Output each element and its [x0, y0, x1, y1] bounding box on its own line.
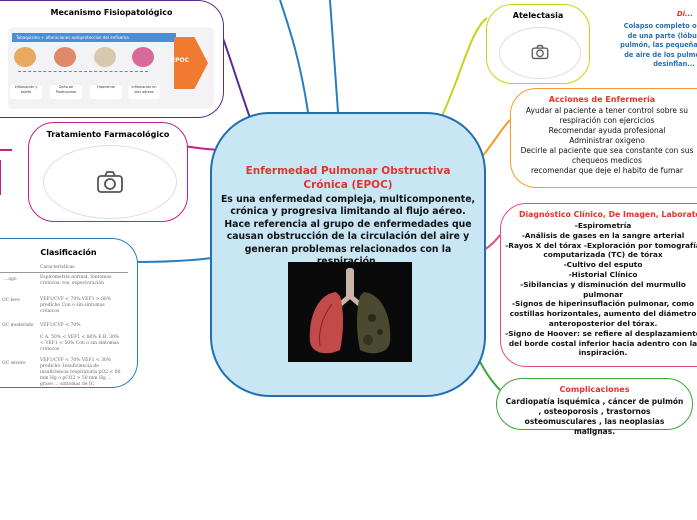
list-item: Administrar oxigeno	[569, 136, 645, 145]
step-2-label: Daño de Parénquima	[50, 85, 82, 99]
central-description: Es una enfermedad compleja, multicompone…	[220, 194, 476, 267]
camera-icon	[531, 44, 549, 60]
list-item: -Signo de Hoover: se refiere al desplaza…	[505, 328, 697, 358]
mecanismo-diagram: Tabaquismo + alteraciones autoproteccion…	[8, 27, 214, 109]
list-item: recomendar que deje el habito de fumar	[530, 166, 684, 175]
list-item: -Espirometría	[574, 221, 632, 230]
list-item: Ayudar al paciente a tener control sobre…	[525, 106, 689, 125]
acciones-title: Acciones de Enfermería	[548, 95, 656, 104]
list-item: -Cultivo del esputo	[563, 260, 643, 270]
table-header: Características	[40, 265, 75, 270]
central-topic[interactable]: Enfermedad Pulmonar Obstructiva Crónica …	[210, 112, 486, 397]
central-title: Enfermedad Pulmonar Obstructiva Crónica …	[245, 165, 451, 191]
acciones-list: Ayudar al paciente a tener control sobre…	[519, 106, 695, 176]
table-row-name: OC severo	[2, 361, 26, 366]
step-2-image	[54, 47, 76, 67]
step-4-label: Inflamación en vías aéreas	[128, 85, 160, 99]
table-row-name: ...ago	[4, 277, 17, 282]
clasificacion-node[interactable]: Clasificación Características ...ago Esp…	[0, 238, 138, 388]
list-item: -Signos de hiperinsuflación pulmonar, co…	[509, 299, 697, 328]
table-row-text: C A. 50% < VEF1 < 80% E B. 30% < VEF1 < …	[40, 335, 120, 352]
lungs-image	[288, 262, 412, 362]
list-item: -Historial Clínico	[568, 269, 638, 279]
tratamiento-title: Tratamiento Farmacológico	[46, 130, 170, 139]
mecanismo-banner: Tabaquismo + alteraciones autoproteccion…	[12, 33, 176, 42]
step-3-image	[94, 47, 116, 67]
steps-connector	[18, 71, 148, 72]
table-row-text: VEF1/CVF < 70% VEF1 > 80% predicho Con o…	[40, 297, 112, 314]
atelectasia-title: Atelectasia	[512, 11, 564, 20]
step-3-label: Hiperemia	[90, 85, 122, 99]
list-item: -Análisis de gases en la sangre arterial	[521, 230, 685, 240]
acciones-node[interactable]: Acciones de Enfermería Ayudar al pacient…	[510, 88, 697, 188]
list-item: Recomendar ayuda profesional	[548, 126, 666, 135]
epoc-label: EPOC	[171, 57, 189, 64]
step-1-label: Inflamación y estrés	[10, 85, 42, 99]
atelectasia-image-placeholder	[499, 27, 581, 79]
atelectasia-definition: Di... Colapso completo o parcial de una …	[595, 4, 697, 76]
tratamiento-node[interactable]: Tratamiento Farmacológico	[28, 122, 188, 222]
atelectasia-node[interactable]: Atelectasia	[486, 4, 590, 84]
tratamiento-image-placeholder	[43, 145, 177, 219]
step-4-image	[132, 47, 154, 67]
table-row-name: OC leve	[2, 298, 20, 303]
clasificacion-table: Características ...ago Espirometría norm…	[0, 265, 128, 387]
list-item: Decirle al paciente que sea constante co…	[520, 146, 694, 165]
mecanismo-node[interactable]: Mecanismo Fisiopatológico Tabaquismo + a…	[0, 0, 224, 118]
mecanismo-title: Mecanismo Fisiopatológico	[50, 8, 173, 17]
diagnostico-title: Diagnóstico Clínico, De Imagen, Laborato…	[519, 210, 697, 219]
table-row-text: VEF1/CVF < 70% VEF1 < 30% predicho. Insu…	[40, 358, 121, 387]
table-row-text: VEF1/CVF < 70%	[40, 323, 81, 328]
table-row-text: Espirometría normal. Síntomas crónicos: …	[40, 275, 112, 286]
complicaciones-title: Complicaciones	[559, 385, 630, 394]
complicaciones-node[interactable]: Complicaciones Cardiopatía isquémica , c…	[496, 378, 693, 436]
table-row-name: OC moderado	[2, 323, 34, 328]
diagnostico-node[interactable]: Diagnóstico Clínico, De Imagen, Laborato…	[500, 203, 697, 367]
step-1-image	[14, 47, 36, 67]
diagnostico-list: -Espirometría -Análisis de gases en la s…	[505, 221, 697, 358]
complicaciones-text: Cardiopatía isquémica , cáncer de pulmón…	[505, 397, 684, 436]
clasificacion-title: Clasificación	[40, 248, 97, 257]
list-item: -Sibilancias y disminución del murmullo …	[520, 279, 686, 299]
list-item: -Rayos X del tórax -Exploración por tomo…	[505, 240, 697, 260]
camera-icon	[97, 171, 123, 193]
definition-label: Di...	[676, 10, 693, 18]
definition-text: Colapso completo o parcial de una parte …	[620, 22, 697, 68]
